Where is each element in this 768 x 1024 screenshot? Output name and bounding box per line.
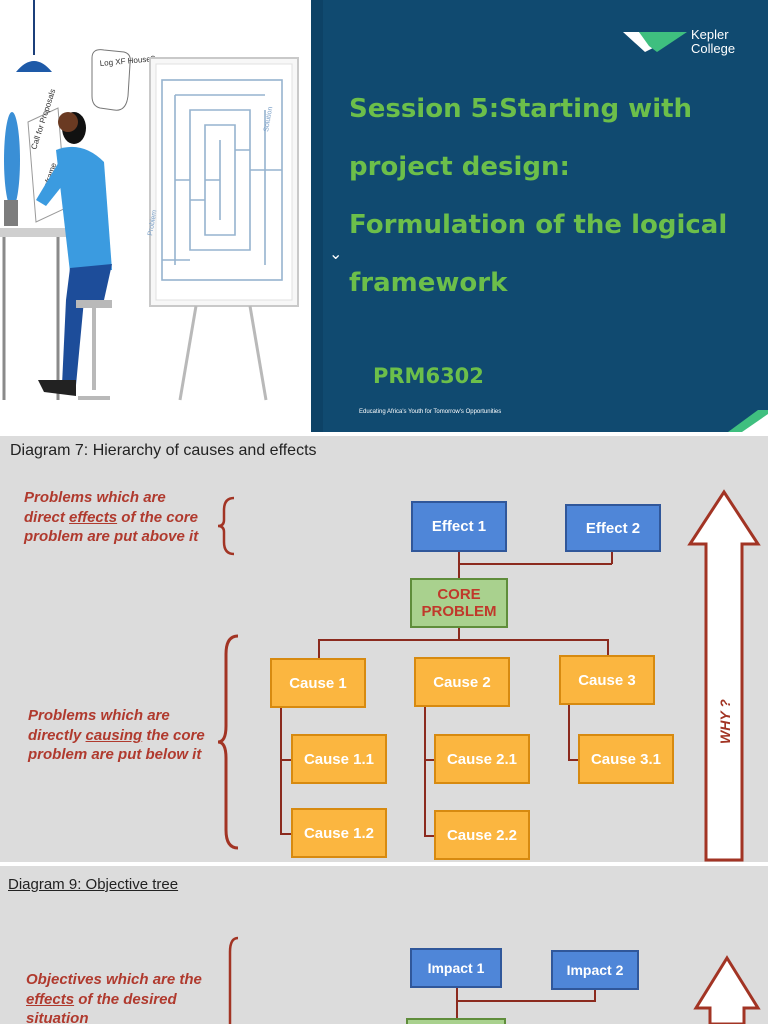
impact-box: Impact 1 (410, 948, 502, 988)
core-problem-box: CORE PROBLEM (410, 578, 508, 628)
arrow-up-icon (693, 955, 761, 1024)
sub-cause-box: Cause 2.1 (434, 734, 530, 784)
chevron-down-icon: ⌄ (329, 246, 343, 263)
corner-decoration (728, 410, 768, 432)
maze-icon (161, 79, 283, 281)
lamp-icon (16, 61, 52, 72)
decorative-strip (311, 0, 323, 432)
title-slide: Call for Proposals Logframe Log XF House… (0, 0, 768, 432)
effect-box: Effect 2 (565, 504, 661, 552)
effect-box: Effect 1 (411, 501, 507, 552)
cause-box: Cause 2 (414, 657, 510, 707)
plant-leaf-icon (4, 112, 20, 208)
sub-cause-box: Cause 1.2 (291, 808, 387, 858)
project-design-illustration: Call for Proposals Logframe Log XF House… (0, 0, 299, 401)
cause-box: Cause 1 (270, 658, 366, 708)
brace-icon (217, 634, 239, 850)
note-causes: Problems which are directly causing the … (28, 707, 205, 763)
sub-cause-box: Cause 2.2 (434, 810, 530, 860)
why-arrow-icon: WHY ? (687, 489, 761, 862)
brace-icon (217, 496, 235, 556)
course-code: PRM6302 (373, 364, 484, 388)
svg-text:Problem: Problem (147, 209, 158, 236)
title-panel: Kepler College Session 5:Starting with p… (311, 0, 768, 432)
impact-box: Impact 2 (551, 950, 639, 990)
svg-text:Solution: Solution (263, 106, 274, 132)
kepler-logo-text: Kepler College (691, 27, 736, 56)
diagram-heading: Diagram 9: Objective tree (8, 876, 179, 893)
sub-cause-box: Cause 3.1 (578, 734, 674, 784)
note-objectives: Objectives which are the effects of the … (26, 971, 202, 1024)
kepler-logo-icon (623, 32, 687, 52)
diagram-heading: Diagram 7: Hierarchy of causes and effec… (10, 442, 317, 459)
svg-text:WHY ?: WHY ? (717, 699, 733, 744)
sub-cause-box: Cause 1.1 (291, 734, 387, 784)
brace-icon (228, 936, 239, 1024)
note-effects: Problems which are direct effects of the… (24, 489, 199, 545)
plant-pot-icon (4, 200, 18, 226)
cause-box: Cause 3 (559, 655, 655, 705)
session-title: Session 5:Starting with project design: … (349, 94, 728, 298)
objective-box-partial (406, 1018, 506, 1024)
cause-effect-slide: Diagram 7: Hierarchy of causes and effec… (0, 436, 768, 862)
objective-tree-slide: Diagram 9: Objective tree Objectives whi… (0, 866, 768, 1024)
college-tagline: Educating Africa's Youth for Tomorrow's … (359, 409, 502, 415)
